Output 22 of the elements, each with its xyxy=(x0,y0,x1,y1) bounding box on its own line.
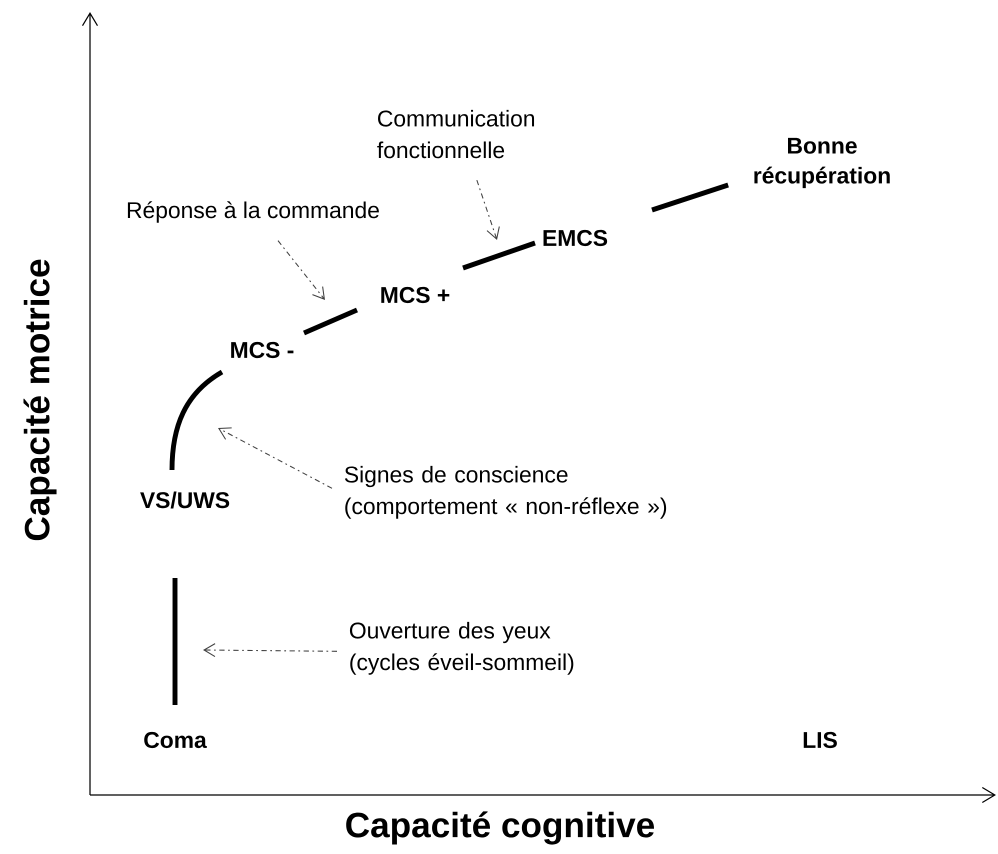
annotation-text: Ouverture des yeux (cycles éveil-sommeil) xyxy=(350,622,574,675)
trajectory-segment xyxy=(172,578,178,705)
trajectory-segment xyxy=(303,308,358,336)
leader-arrow xyxy=(218,427,332,489)
state-label: MCS + xyxy=(381,286,450,304)
leader-arrow xyxy=(476,180,500,240)
annotation-text: Réponse à la commande xyxy=(128,201,379,223)
leader-arrow xyxy=(203,643,337,658)
state-label: LIS xyxy=(804,732,837,748)
axis-label: Capacité motrice xyxy=(23,260,57,540)
annotation-text: Communication fonctionnelle xyxy=(377,110,534,158)
trajectory-segment xyxy=(170,370,224,470)
state-label: VS/UWS xyxy=(140,491,230,508)
state-label: MCS - xyxy=(231,342,294,358)
axis-label: Capacité cognitive xyxy=(346,811,654,845)
leader-arrow xyxy=(278,240,325,300)
state-label: EMCS xyxy=(544,230,608,246)
trajectory-segment xyxy=(651,182,729,212)
state-label: Coma xyxy=(144,732,207,748)
annotation-text: Signes de conscience (comportement « non-réflexe ») xyxy=(344,466,666,519)
trajectory-segment xyxy=(462,240,536,270)
state-label: Bonne récupération xyxy=(754,138,890,188)
